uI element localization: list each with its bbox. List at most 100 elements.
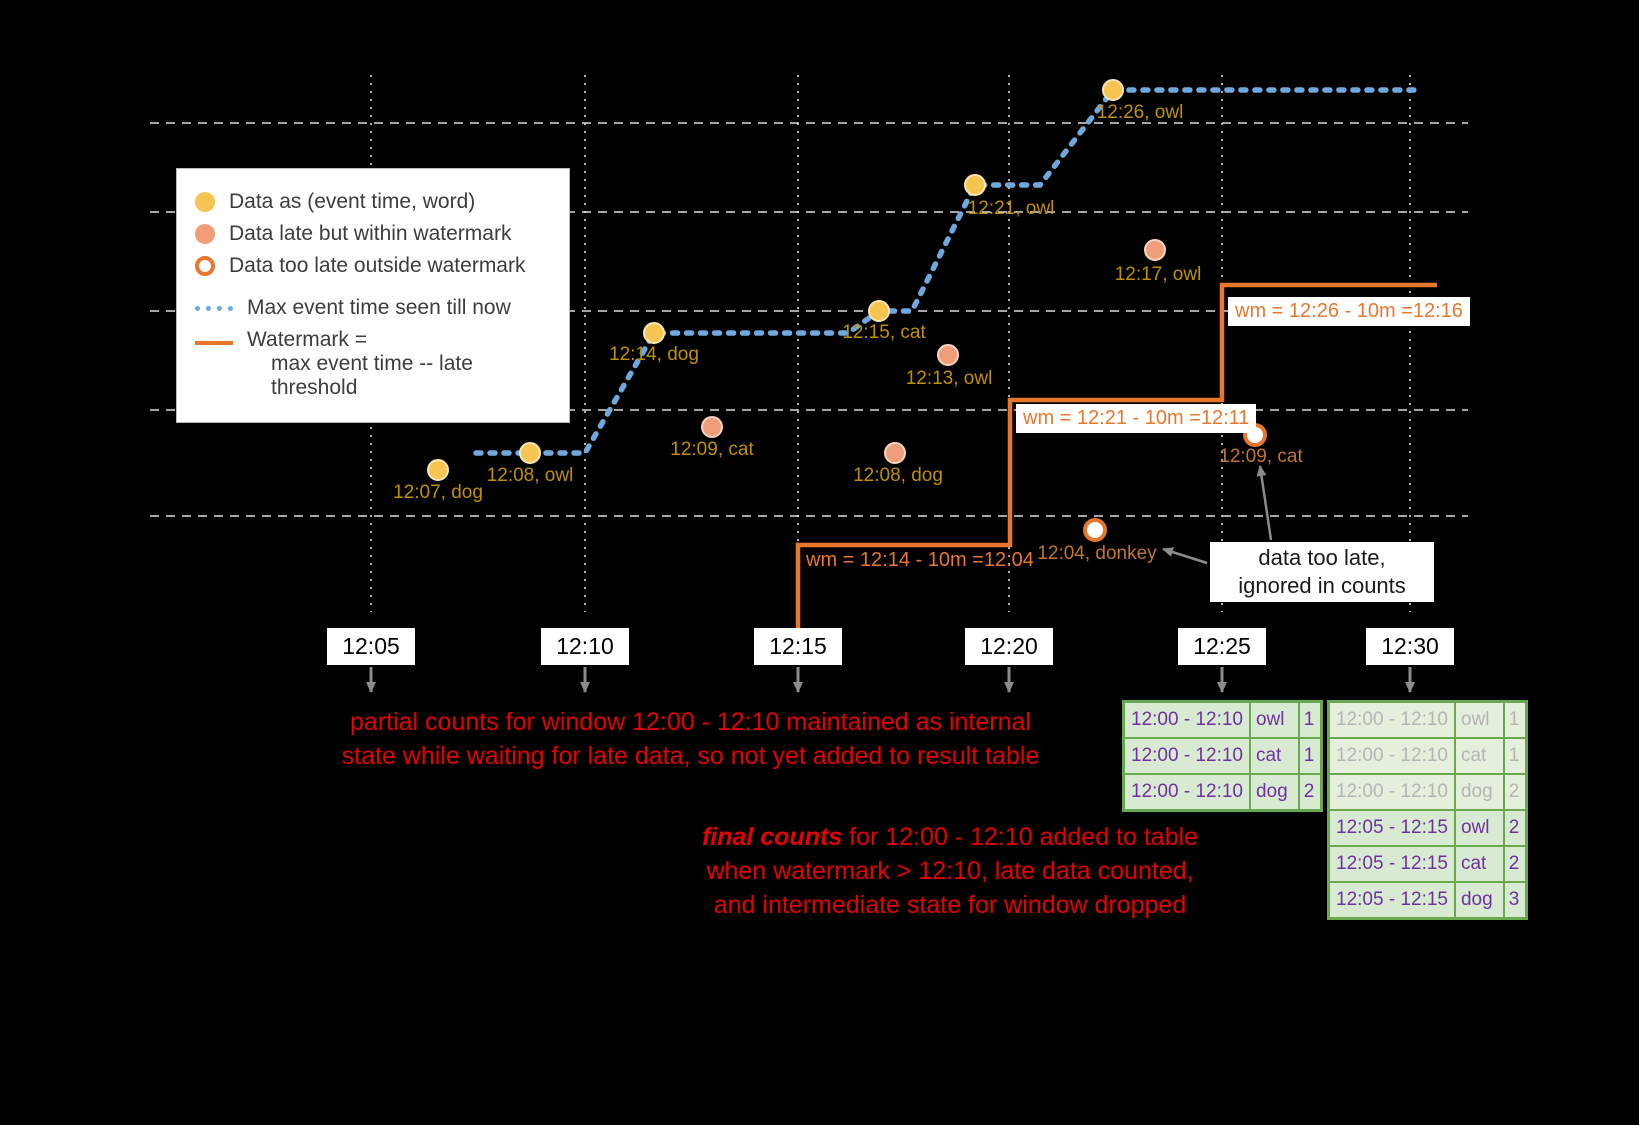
point-label: 12:14, dog	[609, 344, 699, 365]
point-label: 12:09, cat	[1219, 446, 1303, 467]
data-point-on-time	[1102, 79, 1124, 101]
word-cell: cat	[1248, 737, 1300, 775]
final-counts-line2: when watermark > 12:10, late data counte…	[706, 857, 1194, 885]
word-cell: owl	[1453, 809, 1505, 847]
legend-item-late: Data late but within watermark	[195, 222, 553, 246]
legend-label-too-late: Data too late outside watermark	[229, 254, 526, 277]
result-table-1230: 12:00 - 12:10 owl 1 12:00 - 12:10 cat 1 …	[1327, 700, 1529, 920]
axis-tick: 12:15	[754, 628, 842, 665]
late-dot-icon	[195, 224, 215, 244]
point-label: 12:07, dog	[393, 482, 483, 503]
legend-item-on-time: Data as (event time, word)	[195, 190, 553, 214]
word-cell: dog	[1248, 773, 1300, 812]
data-point-late	[701, 416, 723, 438]
data-point-on-time	[519, 442, 541, 464]
point-label: 12:04, donkey	[1037, 543, 1157, 564]
data-point-on-time	[964, 174, 986, 196]
window-cell: 12:05 - 12:15	[1327, 881, 1456, 920]
point-label: 12:15, cat	[842, 322, 926, 343]
horizontal-gridlines	[150, 122, 1468, 517]
legend-watermark-line1: Watermark =	[247, 328, 367, 351]
count-cell: 2	[1502, 773, 1528, 811]
table-row: 12:05 - 12:15 owl 2	[1327, 809, 1528, 847]
word-cell: dog	[1453, 773, 1505, 811]
window-cell: 12:00 - 12:10	[1327, 737, 1456, 775]
data-point-too-late	[1083, 518, 1107, 542]
partial-counts-note: partial counts for window 12:00 - 12:10 …	[328, 705, 1053, 773]
table-row-faded: 12:00 - 12:10 dog 2	[1327, 773, 1528, 811]
point-label: 12:09, cat	[670, 439, 754, 460]
word-cell: owl	[1248, 700, 1300, 739]
count-cell: 1	[1502, 700, 1528, 739]
watermark-value-label: wm = 12:14 - 10m =12:04	[806, 549, 1034, 571]
tick-arrows	[366, 667, 1415, 693]
window-cell: 12:05 - 12:15	[1327, 845, 1456, 883]
point-label: 12:08, dog	[853, 465, 943, 486]
point-label: 12:13, owl	[905, 368, 993, 389]
legend-label-late: Data late but within watermark	[229, 222, 512, 245]
table-row: 12:00 - 12:10 cat 1	[1122, 737, 1323, 775]
word-cell: cat	[1453, 737, 1505, 775]
count-cell: 1	[1297, 737, 1323, 775]
window-cell: 12:00 - 12:10	[1327, 700, 1456, 739]
data-point-late	[937, 344, 959, 366]
on-time-dot-icon	[195, 192, 215, 212]
count-cell: 1	[1297, 700, 1323, 739]
axis-tick: 12:25	[1178, 628, 1266, 665]
word-cell: cat	[1453, 845, 1505, 883]
watermark-value-label: wm = 12:26 - 10m =12:16	[1228, 297, 1470, 326]
legend-item-max-event: Max event time seen till now	[195, 296, 553, 320]
data-point-on-time	[868, 300, 890, 322]
watermark-line	[795, 282, 1437, 632]
table-row-faded: 12:00 - 12:10 owl 1	[1327, 700, 1528, 739]
partial-counts-line1: partial counts for window 12:00 - 12:10 …	[350, 708, 1031, 736]
count-cell: 2	[1502, 845, 1528, 883]
word-cell: owl	[1453, 700, 1505, 739]
legend-item-watermark: Watermark = max event time -- late thres…	[195, 328, 553, 400]
watermark-value-label: wm = 12:21 - 10m =12:11	[1016, 404, 1257, 433]
legend: Data as (event time, word) Data late but…	[176, 168, 570, 423]
count-cell: 3	[1502, 881, 1528, 920]
too-late-note-line2: ignored in counts	[1238, 573, 1406, 598]
too-late-note-line1: data too late,	[1258, 545, 1386, 570]
data-point-late	[1144, 239, 1166, 261]
axis-tick: 12:10	[541, 628, 629, 665]
final-counts-note: final counts for 12:00 - 12:10 added to …	[700, 820, 1200, 922]
solid-line-icon	[195, 341, 233, 345]
too-late-arrows	[1162, 465, 1273, 565]
data-point-on-time	[643, 322, 665, 344]
window-cell: 12:05 - 12:15	[1327, 809, 1456, 847]
final-counts-line3: and intermediate state for window droppe…	[713, 891, 1187, 919]
data-point-late	[884, 442, 906, 464]
window-cell: 12:00 - 12:10	[1122, 700, 1251, 739]
vertical-gridlines	[370, 75, 1411, 612]
final-counts-rest: for 12:00 - 12:10 added to table	[842, 823, 1199, 851]
legend-label-max-event: Max event time seen till now	[247, 296, 511, 319]
window-cell: 12:00 - 12:10	[1122, 737, 1251, 775]
axis-tick: 12:30	[1366, 628, 1454, 665]
data-point-on-time	[427, 459, 449, 481]
table-row: 12:00 - 12:10 owl 1	[1122, 700, 1323, 739]
final-counts-emphasis: final counts	[701, 823, 843, 851]
legend-label-watermark: Watermark = max event time -- late thres…	[247, 328, 553, 400]
table-row: 12:00 - 12:10 dog 2	[1122, 773, 1323, 812]
table-row: 12:05 - 12:15 dog 3	[1327, 881, 1528, 920]
point-label: 12:08, owl	[486, 465, 574, 486]
count-cell: 2	[1297, 773, 1323, 812]
axis-tick: 12:05	[327, 628, 415, 665]
word-cell: dog	[1453, 881, 1505, 920]
legend-item-too-late: Data too late outside watermark	[195, 254, 553, 278]
axis-tick: 12:20	[965, 628, 1053, 665]
legend-watermark-line2: max event time -- late threshold	[271, 352, 473, 399]
table-row: 12:05 - 12:15 cat 2	[1327, 845, 1528, 883]
table-row-faded: 12:00 - 12:10 cat 1	[1327, 737, 1528, 775]
dotted-line-icon	[195, 305, 233, 311]
point-label: 12:17, owl	[1114, 264, 1202, 285]
too-late-note: data too late, ignored in counts	[1210, 542, 1434, 602]
result-table-1225: 12:00 - 12:10 owl 1 12:00 - 12:10 cat 1 …	[1122, 700, 1324, 812]
legend-label-on-time: Data as (event time, word)	[229, 190, 476, 213]
count-cell: 2	[1502, 809, 1528, 847]
max-event-time-line	[473, 87, 1423, 456]
